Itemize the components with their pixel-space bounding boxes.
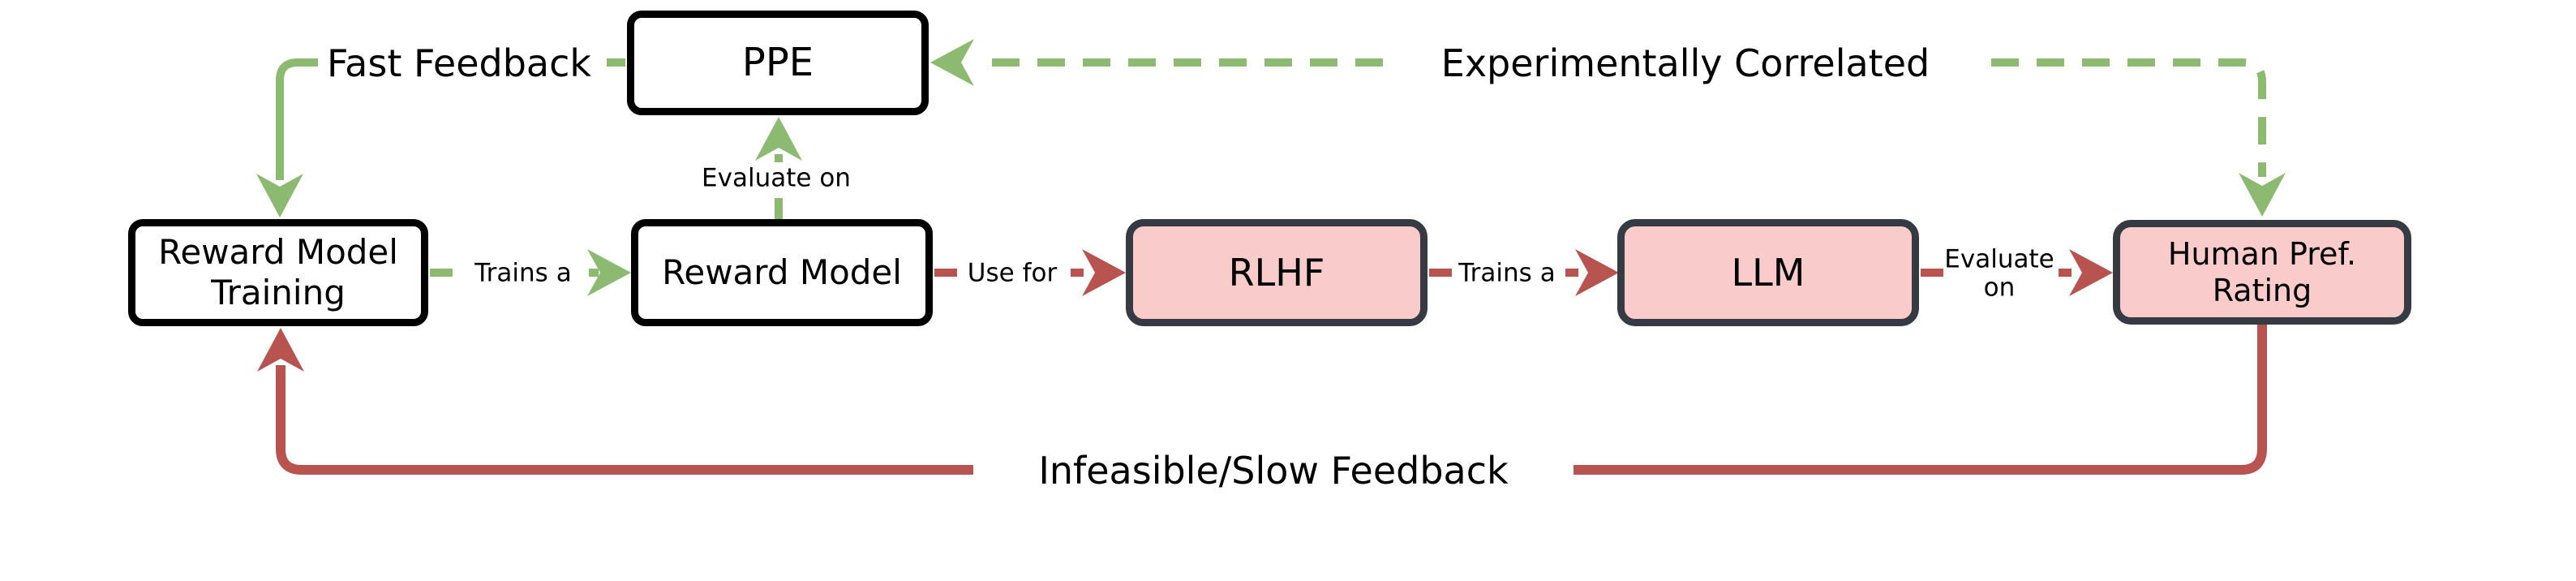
label-trains-a-llm: Trains a	[1458, 258, 1556, 288]
node-llm: LLM	[1617, 219, 1919, 326]
label-use-for: Use for	[967, 258, 1058, 288]
label-evaluate-on-ppe: Evaluate on	[702, 163, 851, 193]
edge-evaluate-on-human-pref	[1921, 249, 2113, 296]
node-rlhf: RLHF	[1126, 219, 1428, 326]
label-trains-a-reward-model: Trains a	[474, 258, 572, 288]
node-human-pref-rating: Human Pref. Rating	[2113, 220, 2411, 325]
edge-use-for	[934, 249, 1126, 296]
edge-fast-feedback	[256, 58, 625, 217]
edge-infeasible-slow-feedback	[257, 325, 2267, 475]
label-fast-feedback: Fast Feedback	[326, 41, 592, 86]
edge-trains-a-reward-model	[430, 249, 631, 296]
edge-evaluate-on-ppe	[755, 117, 802, 219]
label-experimentally-correlated: Experimentally Correlated	[1440, 41, 1930, 86]
node-reward-model-training: Reward Model Training	[128, 219, 428, 326]
label-evaluate-on-human-pref: Evaluate on	[1944, 244, 2054, 302]
label-infeasible-slow-feedback: Infeasible/Slow Feedback	[1038, 449, 1509, 493]
edge-trains-a-llm	[1429, 249, 1619, 296]
edge-experimentally-correlated	[930, 39, 2286, 217]
node-ppe: PPE	[627, 11, 929, 115]
node-reward-model: Reward Model	[631, 219, 933, 326]
